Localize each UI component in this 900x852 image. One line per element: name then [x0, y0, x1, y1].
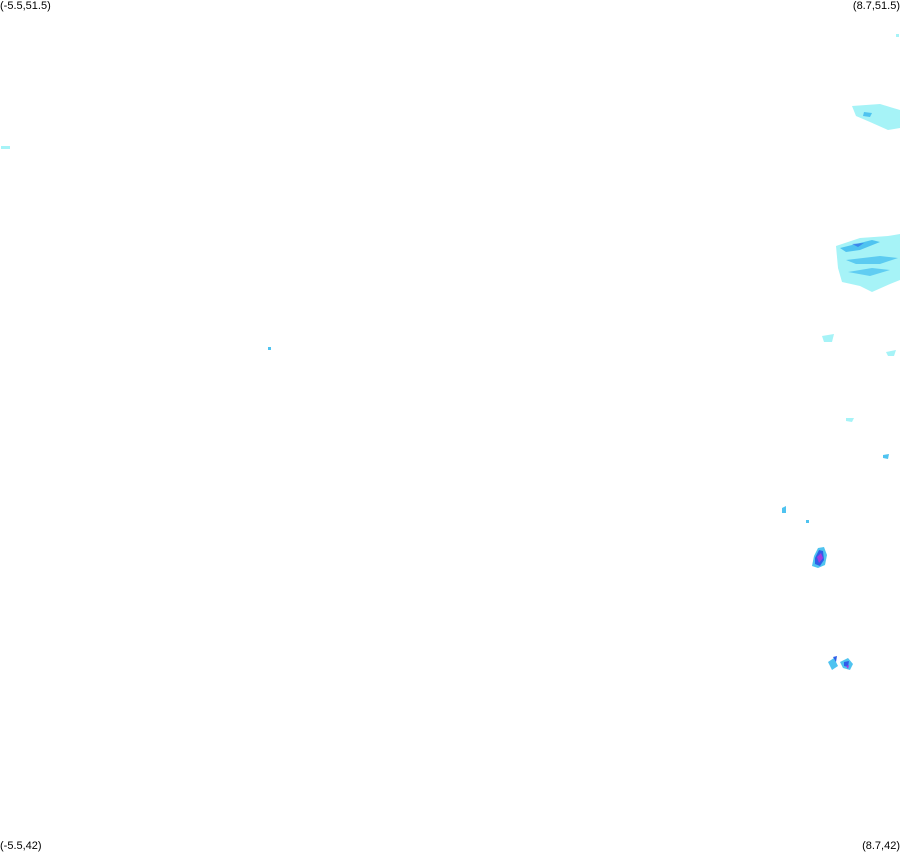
corner-label-top-left: (-5.5,51.5): [0, 0, 51, 12]
precip-cell: [782, 506, 786, 513]
corner-label-top-right: (8.7,51.5): [852, 0, 900, 12]
precip-cell: [896, 34, 899, 37]
precip-area-south: [828, 656, 853, 670]
storm-cell: [812, 547, 827, 568]
precip-cell: [268, 347, 271, 350]
precip-cell: [1, 146, 10, 149]
corner-label-bottom-right: (8.7,42): [862, 840, 900, 852]
precip-area-main: [836, 234, 900, 292]
precip-area-north: [852, 104, 900, 130]
precip-cell: [822, 334, 834, 342]
precip-cell: [883, 454, 889, 459]
precip-cell: [886, 350, 896, 356]
precip-cell: [846, 418, 854, 422]
corner-label-bottom-left: (-5.5,42): [0, 840, 42, 852]
precip-cell: [806, 520, 809, 523]
